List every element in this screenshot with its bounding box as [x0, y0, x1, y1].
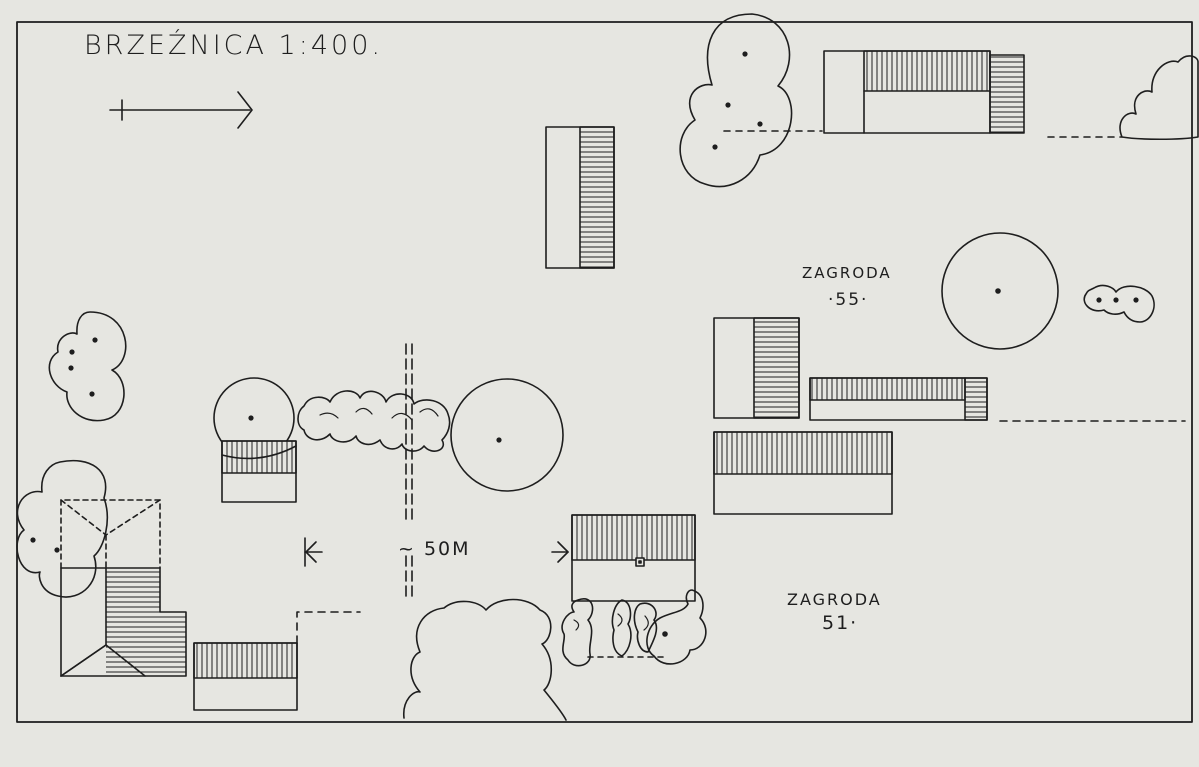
hedge [297, 390, 451, 452]
distance-arrow-right-icon [551, 541, 569, 563]
homestead-55-name: ZAGRODA [802, 264, 892, 282]
distance-arrow-left-icon [304, 537, 323, 567]
boundary-dashed [296, 611, 361, 644]
tree-cluster [679, 13, 793, 188]
shrub-row [561, 589, 707, 667]
homestead-51-name: ZAGRODA [787, 590, 882, 609]
building [713, 317, 800, 419]
tree-cluster [48, 311, 127, 422]
building [809, 377, 988, 421]
homestead-55-number: ·55· [828, 290, 869, 310]
building [60, 499, 187, 677]
building [823, 50, 1025, 134]
building [545, 126, 615, 269]
tree [941, 232, 1059, 350]
shrub-cluster [1083, 284, 1155, 323]
building [193, 642, 298, 711]
shrub [1119, 55, 1199, 141]
building [213, 377, 297, 503]
building [571, 514, 696, 602]
map-frame [16, 21, 1193, 723]
shrub [403, 598, 567, 721]
tree-cluster [16, 459, 108, 598]
building [713, 431, 893, 515]
distance-label: ~ 50M [398, 538, 471, 560]
tree [450, 378, 564, 492]
map-title: BRZEŹNICA 1:400. [84, 30, 383, 61]
north-arrow-icon [109, 91, 253, 129]
homestead-51-number: 51· [822, 612, 859, 634]
